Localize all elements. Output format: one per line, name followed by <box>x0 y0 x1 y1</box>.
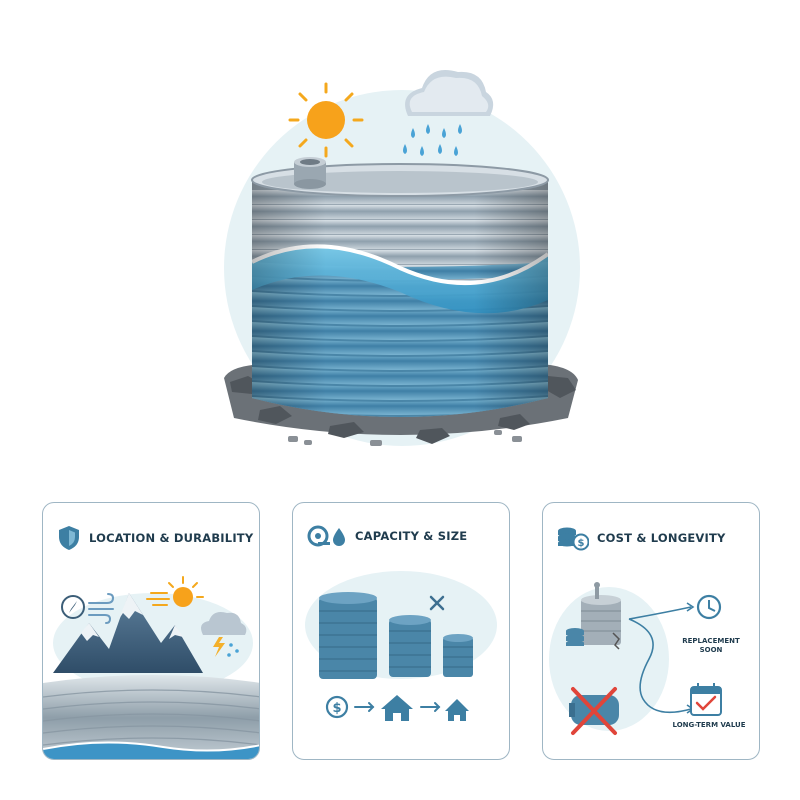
mountains <box>53 593 203 673</box>
rain-cloud-icon <box>403 70 494 156</box>
tank-closeup <box>43 675 259 759</box>
replacement-soon-label: REPLACEMENT SOON <box>682 637 740 654</box>
cost-longevity-card: $ COST & LONGEVITY <box>542 502 760 760</box>
capacity-size-title: CAPACITY & SIZE <box>355 529 468 543</box>
rejected-tank <box>569 687 619 735</box>
tape-measure-icon <box>307 525 345 547</box>
coin-stack-icon <box>566 628 584 646</box>
shield-icon <box>59 526 79 550</box>
location-durability-title: LOCATION & DURABILITY <box>89 531 254 545</box>
clock-icon <box>696 594 722 620</box>
cost-longevity-diagram <box>549 582 722 735</box>
hero-tank-illustration <box>224 70 580 446</box>
medium-tank <box>389 615 431 677</box>
storm-cloud-icon <box>201 612 247 657</box>
arrow-icon <box>354 702 441 712</box>
long-term-value-label: LONG-TERM VALUE <box>672 721 746 729</box>
wind-icon <box>88 593 115 624</box>
water-drop-icon <box>333 528 345 546</box>
dollar-circle-icon: $ <box>325 695 349 719</box>
svg-text:$: $ <box>332 701 341 716</box>
calendar-check-icon <box>690 683 722 716</box>
small-tank <box>443 634 473 677</box>
aging-tank <box>581 582 621 650</box>
coin-stack-icon: $ <box>558 527 589 551</box>
capacity-size-card: CAPACITY & SIZE $ <box>292 502 510 760</box>
tank-body <box>252 178 548 417</box>
house-icon <box>381 695 469 721</box>
tank-inlet-pipe <box>294 157 326 189</box>
svg-text:$: $ <box>578 538 585 549</box>
mountain-weather-scene <box>43 576 259 759</box>
sun-icon <box>288 82 364 158</box>
tank-size-comparison: $ <box>305 571 497 721</box>
journey-path <box>628 606 692 714</box>
location-durability-card: LOCATION & DURABILITY <box>42 502 260 760</box>
sun-wind-icon <box>146 576 204 607</box>
compass-icon <box>61 595 85 619</box>
large-tank <box>319 592 377 679</box>
close-icon <box>429 595 445 611</box>
cost-longevity-title: COST & LONGEVITY <box>597 531 726 545</box>
